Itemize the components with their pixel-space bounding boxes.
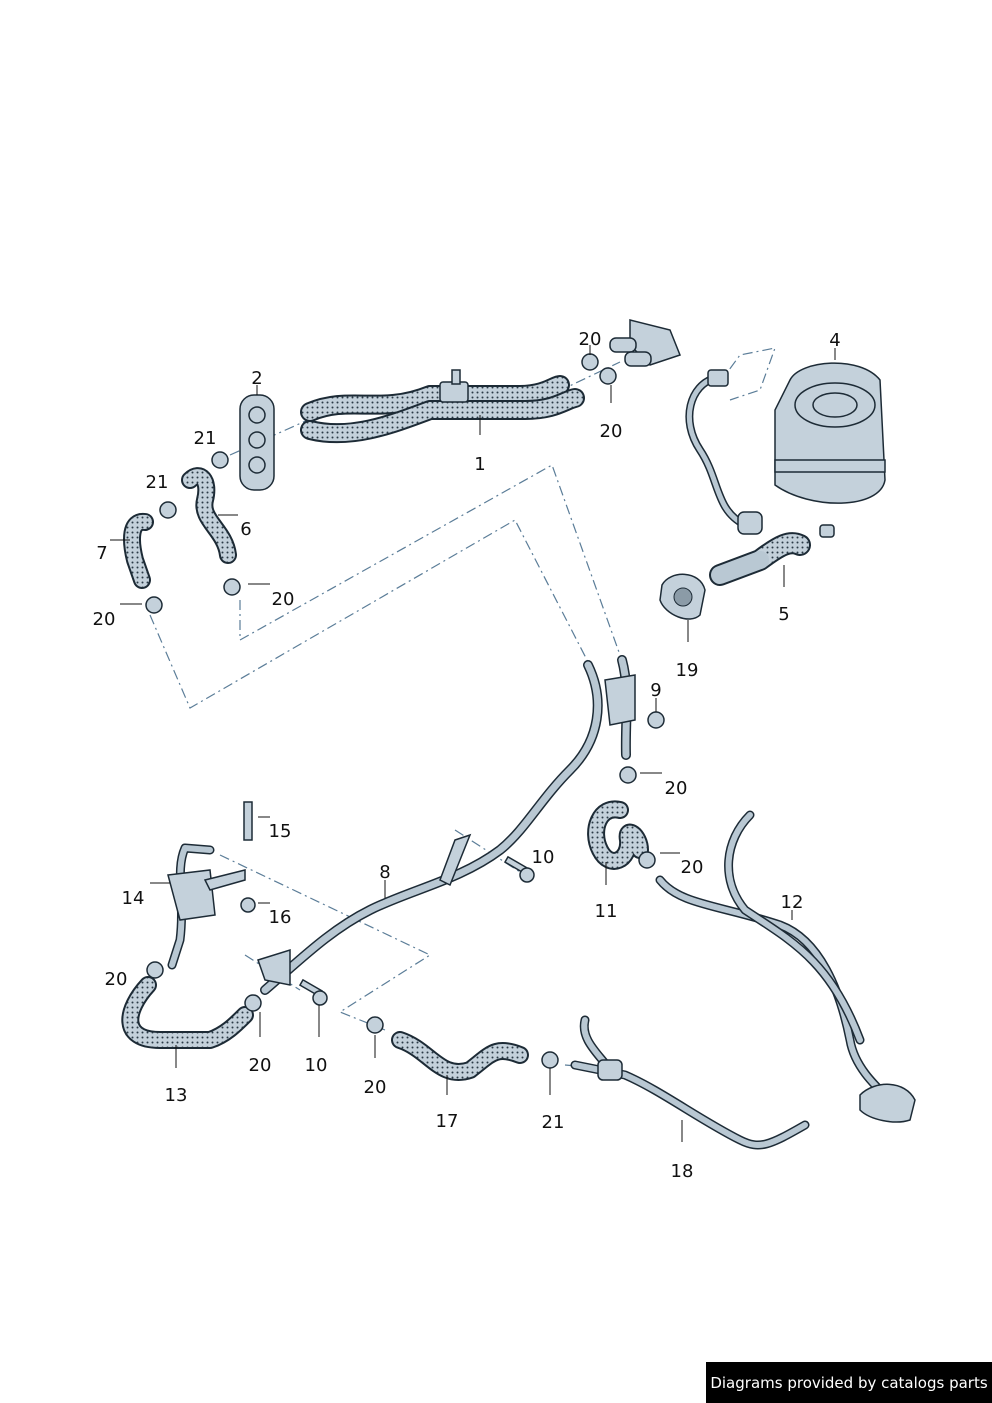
callout-9: 9 bbox=[650, 680, 661, 701]
part-10-bolt-b bbox=[298, 978, 328, 1006]
part-14-pipe-bracket bbox=[167, 843, 246, 970]
part-7-hose bbox=[123, 513, 154, 589]
leader-lines bbox=[110, 345, 836, 1142]
callout-21: 21 bbox=[542, 1112, 565, 1133]
part-18-pipe bbox=[570, 1015, 810, 1150]
callout-13: 13 bbox=[165, 1085, 188, 1106]
credit-banner: Diagrams provided by catalogs parts bbox=[706, 1362, 992, 1403]
callout-14: 14 bbox=[122, 888, 145, 909]
callout-5: 5 bbox=[778, 604, 789, 625]
callout-17: 17 bbox=[436, 1111, 459, 1132]
part-9-nut bbox=[647, 711, 665, 729]
part-19-grommet bbox=[659, 573, 706, 620]
callout-16: 16 bbox=[269, 907, 292, 928]
callout-20: 20 bbox=[600, 421, 623, 442]
part-16-nut bbox=[240, 897, 256, 913]
part-5-hose bbox=[685, 369, 811, 586]
callout-20: 20 bbox=[272, 589, 295, 610]
callout-10: 10 bbox=[532, 847, 555, 868]
callout-1: 1 bbox=[474, 454, 485, 475]
part-4-expansion-tank bbox=[774, 362, 886, 538]
part-6-hose bbox=[181, 467, 237, 564]
callout-20: 20 bbox=[665, 778, 688, 799]
callout-12: 12 bbox=[781, 892, 804, 913]
callout-20: 20 bbox=[105, 969, 128, 990]
callout-6: 6 bbox=[240, 519, 251, 540]
firewall-connector bbox=[609, 319, 681, 367]
callout-7: 7 bbox=[96, 543, 107, 564]
credit-text: Diagrams provided by catalogs parts bbox=[710, 1373, 988, 1392]
part-2-grommet-plate bbox=[239, 394, 275, 491]
callout-labels: 1 2 4 5 6 7 8 9 10 10 11 12 13 14 15 16 … bbox=[93, 329, 841, 1182]
callout-21: 21 bbox=[146, 472, 169, 493]
part-13-hose bbox=[121, 976, 254, 1049]
callout-4: 4 bbox=[829, 330, 840, 351]
part-8-coolant-pipe bbox=[257, 655, 636, 995]
callout-11: 11 bbox=[595, 901, 618, 922]
callout-20: 20 bbox=[249, 1055, 272, 1076]
callout-21: 21 bbox=[194, 428, 217, 449]
part-15-stud bbox=[243, 801, 253, 841]
callout-15: 15 bbox=[269, 821, 292, 842]
part-1-hose-assembly bbox=[300, 369, 585, 444]
part-11-hose bbox=[587, 800, 649, 870]
callout-20: 20 bbox=[93, 609, 116, 630]
callout-2: 2 bbox=[251, 368, 262, 389]
callout-19: 19 bbox=[676, 660, 699, 681]
hose-clamps bbox=[145, 353, 656, 1069]
part-17-hose bbox=[391, 1031, 529, 1081]
callout-18: 18 bbox=[671, 1161, 694, 1182]
callout-8: 8 bbox=[379, 862, 390, 883]
callout-20: 20 bbox=[579, 329, 602, 350]
part-10-bolt-a bbox=[503, 855, 535, 883]
part-12-pipe bbox=[655, 810, 916, 1123]
callout-10: 10 bbox=[305, 1055, 328, 1076]
callout-20: 20 bbox=[364, 1077, 387, 1098]
callout-20: 20 bbox=[681, 857, 704, 878]
